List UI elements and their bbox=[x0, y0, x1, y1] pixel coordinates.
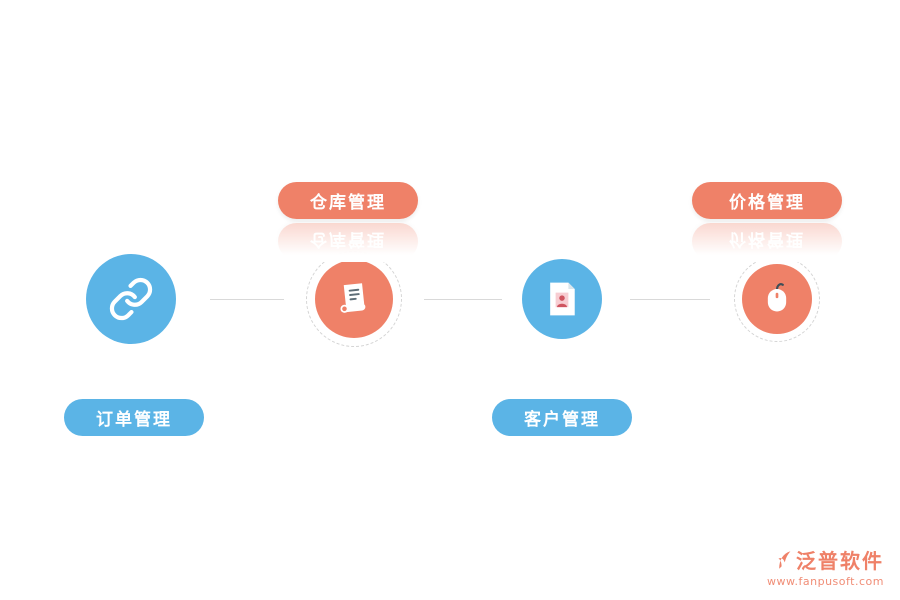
fanpu-logo-icon bbox=[778, 550, 791, 569]
label-text: 订单管理 bbox=[96, 410, 172, 430]
node-customer-management bbox=[522, 259, 602, 339]
label-text: 客户管理 bbox=[524, 410, 600, 430]
connector-line-1 bbox=[210, 299, 284, 300]
id-card-icon bbox=[550, 282, 575, 316]
fanpu-logo: 泛普软件 www.fanpusoft.com bbox=[767, 545, 884, 588]
connector-line-2 bbox=[424, 299, 502, 300]
scroll-icon bbox=[340, 283, 366, 313]
label-warehouse-management: 仓库管理 bbox=[278, 182, 418, 219]
reflection-fade bbox=[274, 222, 422, 262]
node-order-management bbox=[86, 254, 176, 344]
mouse-icon bbox=[767, 283, 787, 312]
reflection-fade bbox=[688, 222, 846, 262]
brand-url: www.fanpusoft.com bbox=[767, 575, 884, 588]
connector-line-3 bbox=[630, 299, 710, 300]
brand-name: 泛普软件 bbox=[796, 549, 884, 573]
label-text: 价格管理 bbox=[729, 193, 805, 213]
label-order-management: 订单管理 bbox=[64, 399, 204, 436]
node-warehouse-management bbox=[315, 260, 393, 338]
link-icon bbox=[109, 277, 153, 321]
label-customer-management: 客户管理 bbox=[492, 399, 632, 436]
label-text: 仓库管理 bbox=[310, 193, 386, 213]
node-price-management bbox=[742, 264, 812, 334]
label-price-management: 价格管理 bbox=[692, 182, 842, 219]
